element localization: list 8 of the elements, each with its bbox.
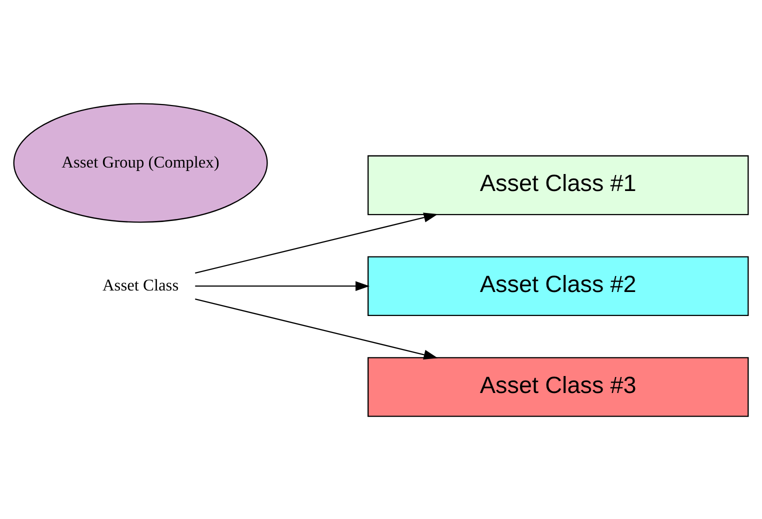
node-box: Asset Class #3 [368,356,749,416]
node-ellipse: Asset Group (Complex) [13,102,268,222]
node-box: Asset Class #2 [368,256,749,316]
node-text: Asset Class [102,274,179,294]
node-box: Asset Class #1 [368,154,749,215]
arrow [195,298,438,360]
arrow [195,280,370,291]
arrow [195,212,438,274]
